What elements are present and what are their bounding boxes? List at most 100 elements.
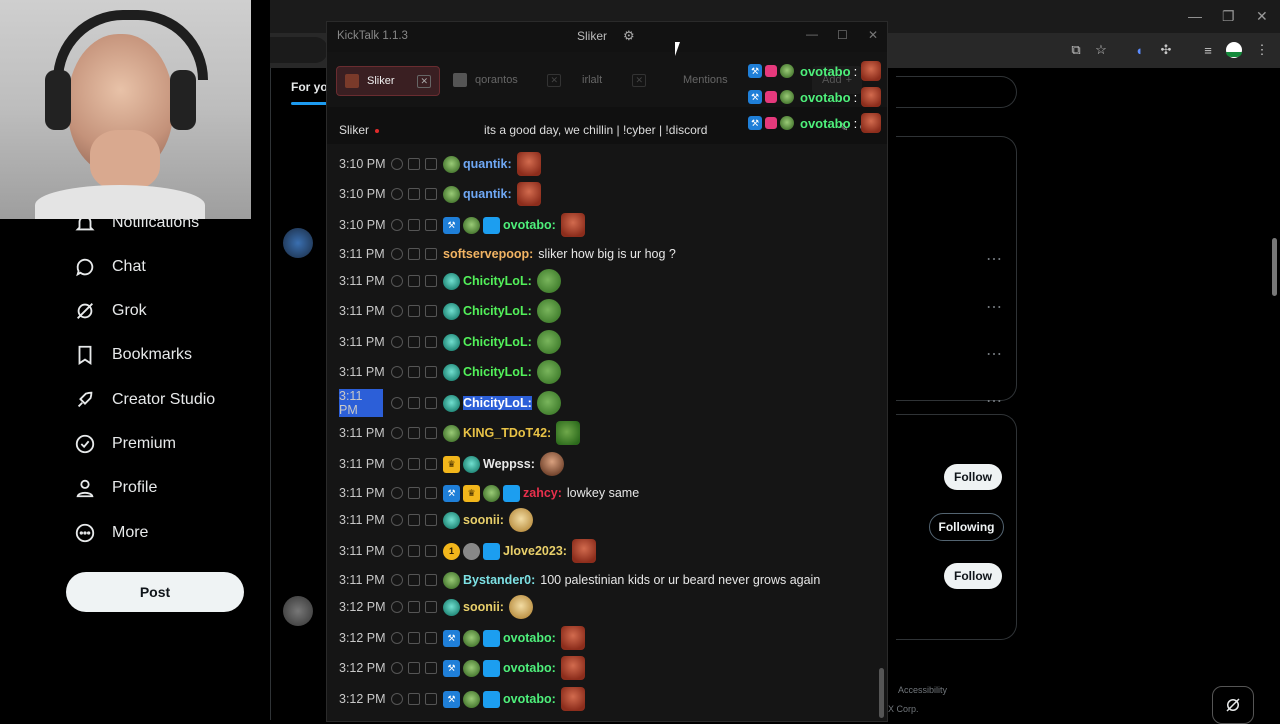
chat-username[interactable]: quantik:: [463, 187, 512, 201]
mod-actions[interactable]: [391, 219, 437, 231]
chat-username[interactable]: ChicityLoL:: [463, 304, 532, 318]
pin-icon[interactable]: [425, 248, 437, 260]
mod-actions[interactable]: [391, 188, 437, 200]
chat-message[interactable]: 3:11 PM♛Weppss:: [327, 452, 872, 476]
ban-icon[interactable]: [408, 601, 420, 613]
mod-actions[interactable]: [391, 158, 437, 170]
pin-icon[interactable]: [425, 514, 437, 526]
nav-chat[interactable]: Chat: [74, 252, 146, 282]
kebab-menu-icon[interactable]: ⋮: [1255, 42, 1269, 57]
mention-popup[interactable]: ⚒ovotabo:: [748, 60, 882, 82]
tab-mentions[interactable]: Mentions: [683, 66, 728, 94]
following-button[interactable]: Following: [929, 513, 1004, 541]
tab-sliker[interactable]: Sliker ✕: [336, 66, 440, 96]
mod-actions[interactable]: [391, 693, 437, 705]
ban-icon[interactable]: [408, 662, 420, 674]
streamer-name[interactable]: Sliker: [339, 123, 370, 137]
tweet-avatar[interactable]: [283, 228, 313, 258]
nav-creator-studio[interactable]: Creator Studio: [74, 385, 215, 415]
chat-message[interactable]: 3:10 PM⚒ovotabo:: [327, 213, 872, 237]
timeout-icon[interactable]: [391, 248, 403, 260]
kicktalk-titlebar[interactable]: KickTalk 1.1.3 Sliker ⚙ — ☐ ✕: [327, 22, 887, 52]
media-icon[interactable]: ≡: [1204, 42, 1212, 58]
pin-icon[interactable]: [425, 693, 437, 705]
pencil-icon[interactable]: ✎: [839, 122, 849, 134]
more-dots-icon[interactable]: ⋯: [986, 299, 1002, 316]
timeout-icon[interactable]: [391, 662, 403, 674]
timeout-icon[interactable]: [391, 275, 403, 287]
mod-actions[interactable]: [391, 601, 437, 613]
pin-icon[interactable]: [425, 632, 437, 644]
pin-icon[interactable]: [425, 458, 437, 470]
puzzle-icon[interactable]: ✣: [1160, 42, 1172, 57]
timeout-icon[interactable]: [391, 601, 403, 613]
chat-username[interactable]: zahcy:: [523, 486, 562, 500]
tab-close-icon[interactable]: ✕: [417, 74, 431, 88]
mod-actions[interactable]: [391, 366, 437, 378]
window-close-icon[interactable]: ✕: [868, 28, 879, 42]
chat-username[interactable]: ChicityLoL:: [463, 274, 532, 288]
timeout-icon[interactable]: [391, 305, 403, 317]
ban-icon[interactable]: [408, 574, 420, 586]
close-icon[interactable]: ✕: [1256, 8, 1268, 24]
chat-username[interactable]: soonii:: [463, 513, 504, 527]
mod-actions[interactable]: [391, 336, 437, 348]
more-dots-icon[interactable]: ⋯: [986, 393, 1002, 410]
timeout-icon[interactable]: [391, 487, 403, 499]
pin-icon[interactable]: [425, 427, 437, 439]
pin-icon[interactable]: [425, 366, 437, 378]
ban-icon[interactable]: [408, 219, 420, 231]
nav-more[interactable]: More: [74, 518, 148, 548]
nav-premium[interactable]: Premium: [74, 429, 176, 459]
ban-icon[interactable]: [408, 188, 420, 200]
chat-username[interactable]: softservepoop:: [443, 247, 534, 261]
pin-icon[interactable]: [425, 397, 437, 409]
chat-username[interactable]: ChicityLoL:: [463, 396, 532, 410]
search-box[interactable]: [896, 76, 1017, 108]
chat-username[interactable]: Bystander0:: [463, 573, 536, 587]
pin-icon[interactable]: [425, 188, 437, 200]
mod-actions[interactable]: [391, 427, 437, 439]
mention-popup[interactable]: ⚒ovotabo:: [748, 86, 882, 108]
nav-bookmarks[interactable]: Bookmarks: [74, 340, 192, 370]
tab-irlalt[interactable]: irlalt ✕: [582, 66, 646, 94]
follow-button[interactable]: Follow: [944, 563, 1002, 589]
mod-actions[interactable]: [391, 275, 437, 287]
window-minimize-icon[interactable]: —: [806, 27, 818, 41]
pin-icon[interactable]: [425, 662, 437, 674]
feed-tab-for-you[interactable]: For you: [291, 80, 335, 94]
mod-actions[interactable]: [391, 305, 437, 317]
ban-icon[interactable]: [408, 275, 420, 287]
pin-icon[interactable]: [425, 545, 437, 557]
mod-actions[interactable]: [391, 662, 437, 674]
timeout-icon[interactable]: [391, 632, 403, 644]
timeout-icon[interactable]: [391, 336, 403, 348]
extension-audio-icon[interactable]: ◖: [1135, 42, 1143, 58]
ban-icon[interactable]: [408, 693, 420, 705]
kicktalk-user[interactable]: Sliker: [577, 29, 608, 43]
chat-username[interactable]: ChicityLoL:: [463, 335, 532, 349]
timeout-icon[interactable]: [391, 514, 403, 526]
chat-username[interactable]: ovotabo:: [503, 218, 556, 232]
chat-username[interactable]: Weppss:: [483, 457, 535, 471]
tab-qorantos[interactable]: qorantos ✕: [453, 66, 561, 94]
ban-icon[interactable]: [408, 514, 420, 526]
install-icon[interactable]: ⧉: [1071, 42, 1081, 57]
timeout-icon[interactable]: [391, 158, 403, 170]
timeout-icon[interactable]: [391, 366, 403, 378]
chat-scrollbar[interactable]: [879, 668, 884, 718]
ban-icon[interactable]: [408, 366, 420, 378]
pin-icon[interactable]: [425, 487, 437, 499]
pin-icon[interactable]: [425, 574, 437, 586]
ban-icon[interactable]: [408, 305, 420, 317]
mod-actions[interactable]: [391, 248, 437, 260]
pin-icon[interactable]: [425, 336, 437, 348]
chat-username[interactable]: Jlove2023:: [503, 544, 567, 558]
